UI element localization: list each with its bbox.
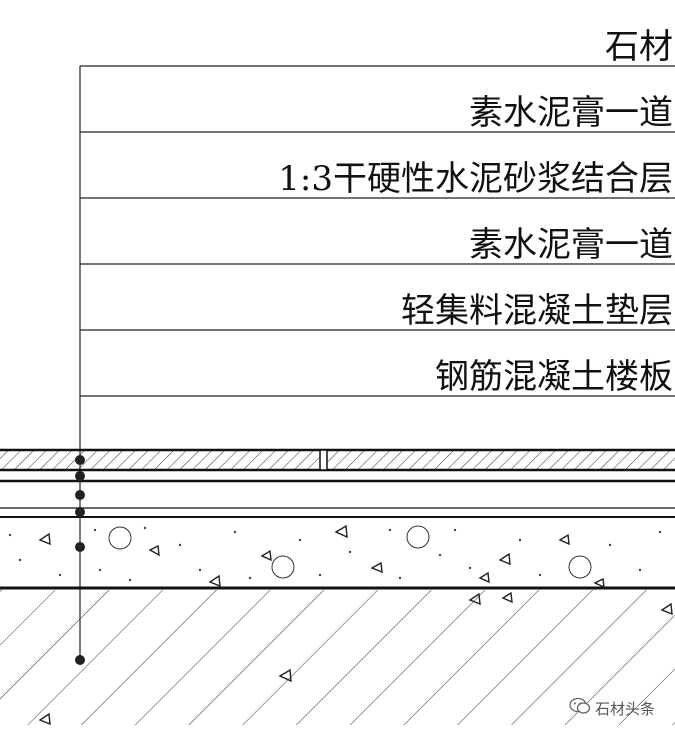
layer-label-stone: 石材 [605, 27, 673, 67]
mortar-bed-lines [0, 479, 675, 518]
layer-label-cement-paste-bottom: 素水泥膏一道 [469, 225, 673, 265]
wechat-icon [569, 697, 591, 719]
watermark-text: 石材头条 [594, 699, 655, 718]
layer-label-lightweight-concrete: 轻集料混凝土垫层 [401, 291, 673, 331]
concrete-slab-layer [0, 590, 675, 726]
watermark: 石材头条 [569, 697, 655, 719]
concrete-fill-layer [0, 524, 675, 590]
layer-label-mortar-bed: 1:3干硬性水泥砂浆结合层 [278, 159, 673, 199]
stone-layer [0, 448, 675, 472]
label-separators [80, 65, 675, 397]
layer-label-cement-paste-top: 素水泥膏一道 [469, 93, 673, 133]
layer-label-concrete-slab: 钢筋混凝土楼板 [435, 357, 673, 397]
leader-dots [75, 455, 85, 665]
